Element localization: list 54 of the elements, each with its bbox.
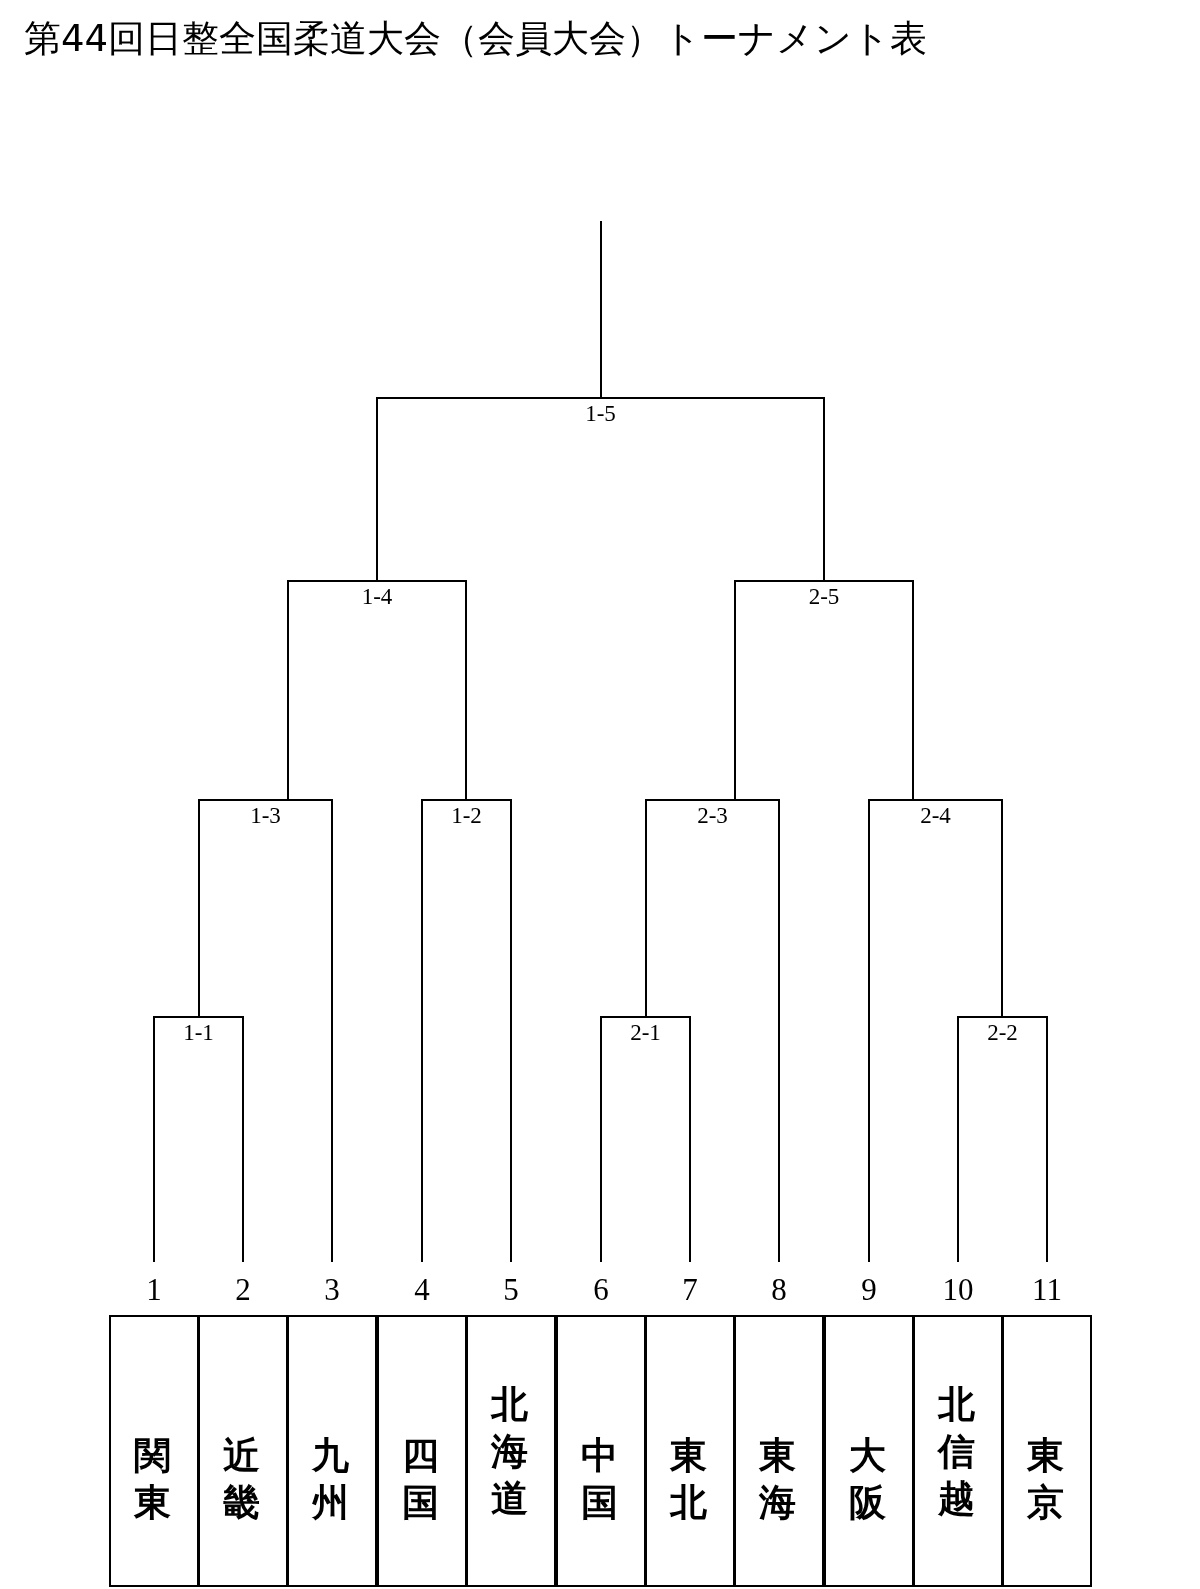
team-cell: 大阪 [824, 1315, 914, 1587]
bracket-line [465, 580, 467, 801]
bracket-line [912, 580, 914, 801]
match-label: 1-5 [585, 401, 616, 427]
title: 第44回日整全国柔道大会（会員大会）トーナメント表 [24, 16, 928, 62]
entry-number: 11 [1031, 1271, 1063, 1309]
bracket-line [823, 397, 825, 582]
match-label: 1-3 [250, 803, 281, 829]
team-cell: 北信越 [913, 1315, 1003, 1587]
bracket-line [734, 580, 736, 801]
bracket-line [600, 1016, 602, 1263]
bracket-line [510, 799, 512, 1263]
team-cell: 中国 [556, 1315, 646, 1587]
bracket-line [153, 1016, 155, 1263]
entry-number: 5 [502, 1271, 520, 1309]
entry-number: 1 [145, 1271, 163, 1309]
entry-number: 9 [860, 1271, 878, 1309]
match-label: 2-1 [630, 1020, 661, 1046]
match-label: 2-4 [920, 803, 951, 829]
match-label: 1-1 [183, 1020, 214, 1046]
entry-number: 7 [681, 1271, 699, 1309]
entry-number: 2 [234, 1271, 252, 1309]
bracket-line [376, 397, 378, 582]
team-cell: 東海 [734, 1315, 824, 1587]
bracket-line [421, 799, 423, 1263]
entry-number: 6 [592, 1271, 610, 1309]
bracket-line [1046, 1016, 1048, 1263]
bracket-line [1001, 799, 1003, 1018]
entry-number: 4 [413, 1271, 431, 1309]
team-cell: 関東 [109, 1315, 199, 1587]
bracket-line [242, 1016, 244, 1263]
team-cell: 九州 [287, 1315, 377, 1587]
bracket-line [645, 799, 647, 1018]
bracket-line [868, 799, 870, 1263]
bracket-line [331, 799, 333, 1263]
match-label: 2-3 [697, 803, 728, 829]
bracket-line [198, 799, 200, 1018]
match-label: 2-2 [987, 1020, 1018, 1046]
bracket-line [600, 220, 602, 399]
team-cell: 東京 [1002, 1315, 1092, 1587]
match-label: 2-5 [808, 584, 840, 610]
entry-number: 8 [770, 1271, 788, 1309]
team-cell: 四国 [377, 1315, 467, 1587]
match-label: 1-4 [361, 584, 393, 610]
entry-number: 3 [323, 1271, 341, 1309]
entry-number: 10 [941, 1271, 975, 1309]
bracket-line [957, 1016, 959, 1263]
team-cell: 東北 [645, 1315, 735, 1587]
team-cell: 北海道 [466, 1315, 556, 1587]
bracket-line [778, 799, 780, 1263]
bracket-line [689, 1016, 691, 1263]
bracket-line [287, 580, 289, 801]
team-cell: 近畿 [198, 1315, 288, 1587]
match-label: 1-2 [451, 803, 482, 829]
